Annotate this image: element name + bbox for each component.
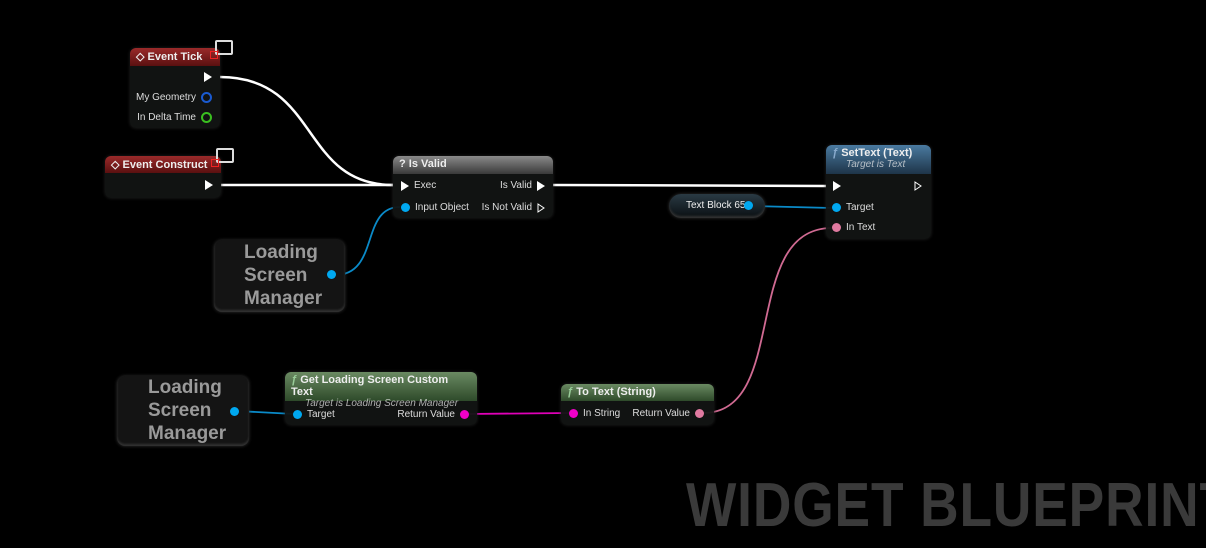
to-text-node[interactable]: ƒ To Text (String) In String Return Valu…	[561, 384, 714, 425]
wire-isvalid-exec	[552, 183, 827, 188]
function-icon: ƒ	[291, 374, 298, 386]
event-construct-node[interactable]: ◇ Event Construct	[105, 156, 221, 198]
node-title: Is Valid	[408, 158, 447, 170]
wire-tick-exec	[219, 75, 394, 187]
wire-text	[702, 227, 833, 414]
set-text-node[interactable]: ƒ SetText (Text)Target is Text Target In…	[826, 145, 931, 239]
in-text-pin[interactable]	[832, 223, 841, 232]
event-delegate-icon	[210, 51, 218, 59]
exec-out-pin[interactable]	[914, 181, 922, 191]
pin-label: Is Valid	[499, 180, 532, 191]
target-pin[interactable]	[832, 203, 841, 212]
widget-blueprint-watermark: WIDGET BLUEPRINT	[686, 471, 1206, 540]
delta-time-pin[interactable]	[201, 112, 212, 123]
loading-screen-manager-variable[interactable]: Loading Screen Manager	[117, 376, 249, 446]
is-valid-exec-pin[interactable]	[537, 180, 545, 191]
loading-screen-manager-variable[interactable]: Loading Screen Manager	[214, 240, 345, 312]
pin-label: In Text	[846, 222, 876, 233]
monitor-icon	[216, 148, 234, 163]
pin-label: In Delta Time	[137, 112, 196, 123]
to-text-header: ƒ To Text (String)	[561, 384, 714, 401]
question-icon: ?	[399, 158, 406, 170]
node-title: To Text (String)	[576, 386, 656, 398]
in-string-pin[interactable]	[569, 409, 578, 418]
my-geometry-pin[interactable]	[201, 92, 212, 103]
node-title: Event Tick	[147, 51, 203, 63]
event-delegate-icon	[211, 159, 219, 167]
object-out-pin[interactable]	[327, 270, 336, 279]
function-icon: ƒ	[567, 386, 574, 398]
object-out-pin[interactable]	[230, 407, 239, 416]
pin-label: In String	[583, 408, 621, 419]
exec-in-pin[interactable]	[401, 180, 409, 191]
return-value-pin[interactable]	[695, 409, 704, 418]
event-tick-node[interactable]: ◇ Event Tick My Geometry In Delta Time	[130, 48, 220, 128]
pin-label: Target	[846, 202, 874, 213]
event-diamond-icon: ◇	[111, 159, 123, 171]
variable-label: Loading Screen Manager	[148, 377, 227, 444]
wire-lsm-input	[334, 206, 401, 276]
is-not-valid-exec-pin[interactable]	[537, 202, 545, 213]
node-title: Event Construct	[122, 159, 208, 171]
event-diamond-icon: ◇	[136, 51, 148, 63]
object-out-pin[interactable]	[744, 201, 753, 210]
is-valid-node[interactable]: ? Is Valid Exec Is Valid Input Object Is…	[393, 156, 553, 218]
pin-label: Is Not Valid	[481, 202, 532, 213]
event-tick-header: ◇ Event Tick	[130, 48, 220, 66]
monitor-icon	[215, 40, 233, 55]
return-value-pin[interactable]	[460, 410, 469, 419]
pin-label: Return Value	[397, 409, 455, 420]
variable-label: Loading Screen Manager	[244, 242, 323, 309]
is-valid-header: ? Is Valid	[393, 156, 553, 174]
exec-out-pin[interactable]	[205, 180, 213, 190]
node-subtitle: Target is Loading Screen Manager	[305, 398, 459, 409]
exec-out-pin[interactable]	[204, 72, 212, 82]
pin-label: Exec	[414, 180, 437, 191]
wire-string	[465, 412, 570, 415]
pin-label: Return Value	[632, 408, 690, 419]
node-title: Get Loading Screen Custom Text	[291, 374, 449, 398]
node-subtitle: Target is Text	[846, 159, 906, 170]
wire-textblock-target	[751, 205, 833, 209]
target-pin[interactable]	[293, 410, 302, 419]
set-text-header: ƒ SetText (Text)Target is Text	[826, 145, 931, 174]
pin-label: My Geometry	[135, 92, 196, 103]
text-block-variable[interactable]: Text Block 65	[669, 194, 765, 218]
variable-label: Text Block 65	[686, 200, 746, 211]
pin-label: Input Object	[415, 202, 469, 213]
pin-label: Target	[307, 409, 335, 420]
input-object-pin[interactable]	[401, 203, 410, 212]
function-icon: ƒ	[832, 147, 839, 159]
exec-in-pin[interactable]	[833, 181, 841, 191]
node-title: SetText (Text)	[841, 147, 913, 159]
event-construct-header: ◇ Event Construct	[105, 156, 221, 173]
